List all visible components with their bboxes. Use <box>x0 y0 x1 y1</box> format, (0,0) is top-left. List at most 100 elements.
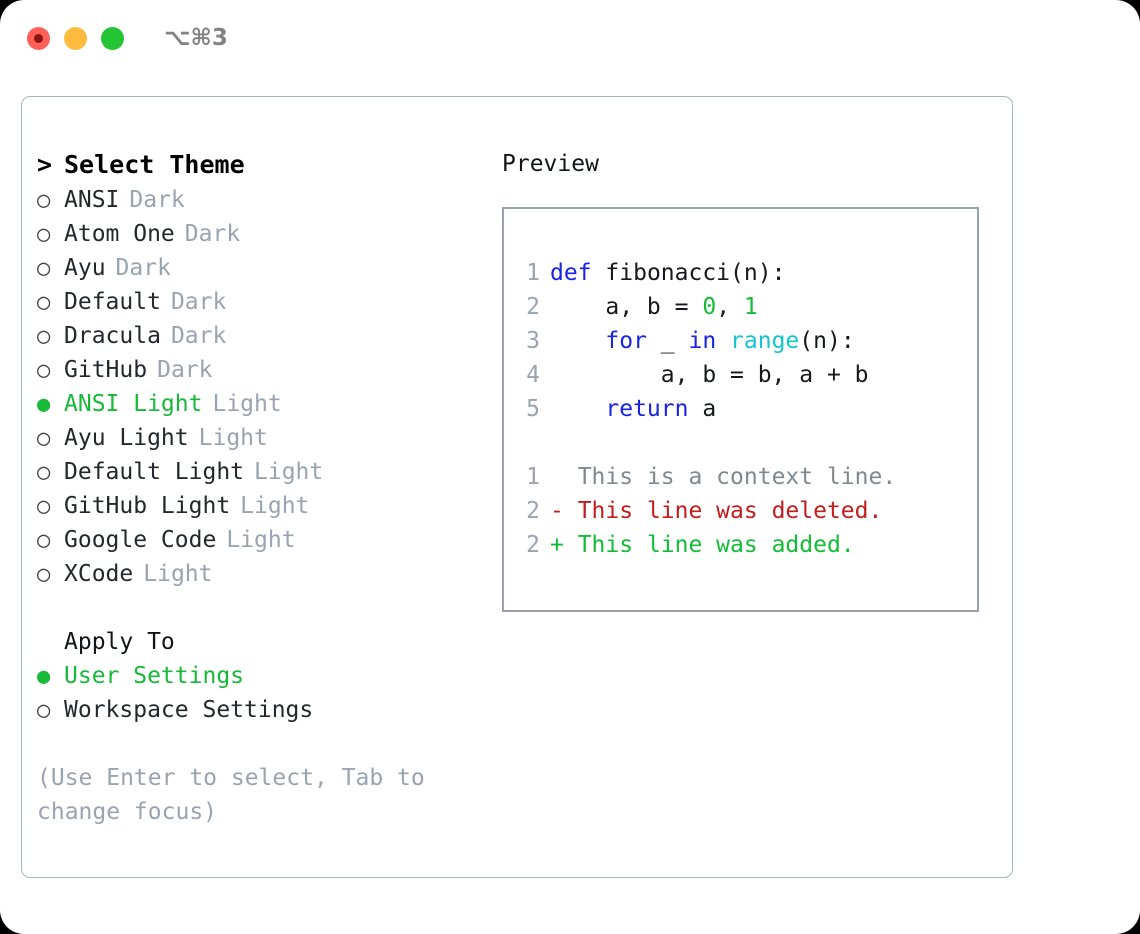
line-number: 4 <box>526 362 540 388</box>
code-line-text: a, b = b, a + b <box>550 358 869 392</box>
code-line: 5 return a <box>504 392 977 426</box>
theme-name: Dracula <box>64 323 161 349</box>
apply-to-option[interactable]: ● User Settings <box>37 659 500 693</box>
theme-list-item[interactable]: ○ Ayu Light Light <box>37 421 500 455</box>
line-number: 1 <box>526 260 540 286</box>
theme-variant-tag: Light <box>240 493 310 519</box>
theme-name: ANSI Light <box>64 391 203 417</box>
theme-list-item[interactable]: ○ XCode Light <box>37 557 500 591</box>
code-token-plain: a, b = b, a + b <box>550 362 869 388</box>
radio-unselected-icon[interactable]: ○ <box>37 562 51 587</box>
theme-variant-tag: Light <box>226 527 296 553</box>
code-line: 3 for _ in range(n): <box>504 324 977 358</box>
code-token-fn: range <box>730 328 800 354</box>
apply-to-option-label: Workspace Settings <box>64 697 314 723</box>
close-window-button[interactable] <box>27 26 50 50</box>
code-token-plain: fibonacci(n): <box>605 260 786 286</box>
theme-variant-tag: Light <box>198 425 268 451</box>
radio-unselected-icon[interactable]: ○ <box>37 256 51 281</box>
theme-name: Ayu <box>64 255 106 281</box>
radio-unselected-icon[interactable]: ○ <box>37 528 51 553</box>
radio-unselected-icon[interactable]: ○ <box>37 188 51 213</box>
line-number: 2 <box>526 498 540 524</box>
diff-line-text: This line was added. <box>577 532 855 558</box>
diff-line: 2- This line was deleted. <box>504 494 977 528</box>
section-gap <box>37 591 500 625</box>
code-line-text: def fibonacci(n): <box>550 256 785 290</box>
diff-sample: 1 This is a context line.2- This line wa… <box>504 460 977 562</box>
apply-to-option-label: User Settings <box>64 663 245 689</box>
theme-list-item[interactable]: ○ Dracula Dark <box>37 319 500 353</box>
code-token-plain: , <box>716 294 744 320</box>
theme-variant-tag: Dark <box>129 187 185 213</box>
code-line: 2 a, b = 0, 1 <box>504 290 977 324</box>
line-number: 3 <box>526 328 540 354</box>
minimize-window-button[interactable] <box>64 26 87 50</box>
radio-unselected-icon[interactable]: ○ <box>37 290 51 315</box>
radio-unselected-icon[interactable]: ○ <box>37 358 51 383</box>
radio-unselected-icon[interactable]: ○ <box>37 324 51 349</box>
radio-unselected-icon[interactable]: ○ <box>37 698 51 723</box>
radio-unselected-icon[interactable]: ○ <box>37 460 51 485</box>
diff-line: 2+ This line was added. <box>504 528 977 562</box>
theme-variant-tag: Light <box>254 459 324 485</box>
line-number: 5 <box>526 396 540 422</box>
theme-list-item[interactable]: ○ Default Light Light <box>37 455 500 489</box>
theme-variant-tag: Dark <box>184 221 241 247</box>
radio-selected-icon[interactable]: ● <box>37 392 51 417</box>
code-token-num: 0 <box>702 294 717 320</box>
code-token-kw: for <box>605 328 647 354</box>
radio-selected-icon[interactable]: ● <box>37 664 51 689</box>
theme-variant-tag: Light <box>143 561 213 587</box>
code-line: 4 a, b = b, a + b <box>504 358 977 392</box>
code-line-text: for _ in range(n): <box>550 324 855 358</box>
theme-name: XCode <box>64 561 134 587</box>
code-line-text: a, b = 0, 1 <box>550 290 758 324</box>
theme-name: Default Light <box>64 459 245 485</box>
radio-unselected-icon[interactable]: ○ <box>37 426 51 451</box>
theme-variant-tag: Dark <box>157 357 213 383</box>
theme-variant-tag: Dark <box>115 255 171 281</box>
theme-name: Ayu Light <box>64 425 189 451</box>
code-token-kw: def <box>550 260 592 286</box>
theme-name: ANSI <box>64 187 120 213</box>
code-token-plain: a, b = <box>550 294 703 320</box>
code-token-plain: a <box>688 396 717 422</box>
theme-list-item[interactable]: ● ANSI Light Light <box>37 387 500 421</box>
diff-line: 1 This is a context line. <box>504 460 977 494</box>
theme-list-item[interactable]: ○ Ayu Dark <box>37 251 500 285</box>
code-line-text: return a <box>550 392 716 426</box>
code-token-kw: return <box>605 396 689 422</box>
code-token-kw: in <box>688 328 717 354</box>
code-token-plain <box>550 328 605 354</box>
apply-to-label: Apply To <box>64 629 175 655</box>
code-token-num: 1 <box>743 294 758 320</box>
preview-title: Preview <box>502 151 599 177</box>
radio-unselected-icon[interactable]: ○ <box>37 222 51 247</box>
title-bar: ⌥⌘3 <box>0 0 1140 76</box>
code-token-plain: _ <box>646 328 689 354</box>
code-token-plain <box>716 328 730 354</box>
caret-icon: > <box>37 150 53 179</box>
theme-list-item[interactable]: ○ ANSI Dark <box>37 183 500 217</box>
code-token-plain <box>550 396 605 422</box>
diff-line-text: This is a context line. <box>577 464 897 490</box>
keyboard-hint: (Use Enter to select, Tab to change focu… <box>37 765 425 825</box>
line-number: 2 <box>526 532 540 558</box>
keyboard-shortcut-label: ⌥⌘3 <box>164 25 228 51</box>
apply-to-option[interactable]: ○ Workspace Settings <box>37 693 500 727</box>
radio-unselected-icon[interactable]: ○ <box>37 494 51 519</box>
theme-variant-tag: Light <box>212 391 282 417</box>
maximize-window-button[interactable] <box>101 26 124 50</box>
theme-variant-tag: Dark <box>170 323 227 349</box>
code-token-plain: (n): <box>799 328 855 354</box>
